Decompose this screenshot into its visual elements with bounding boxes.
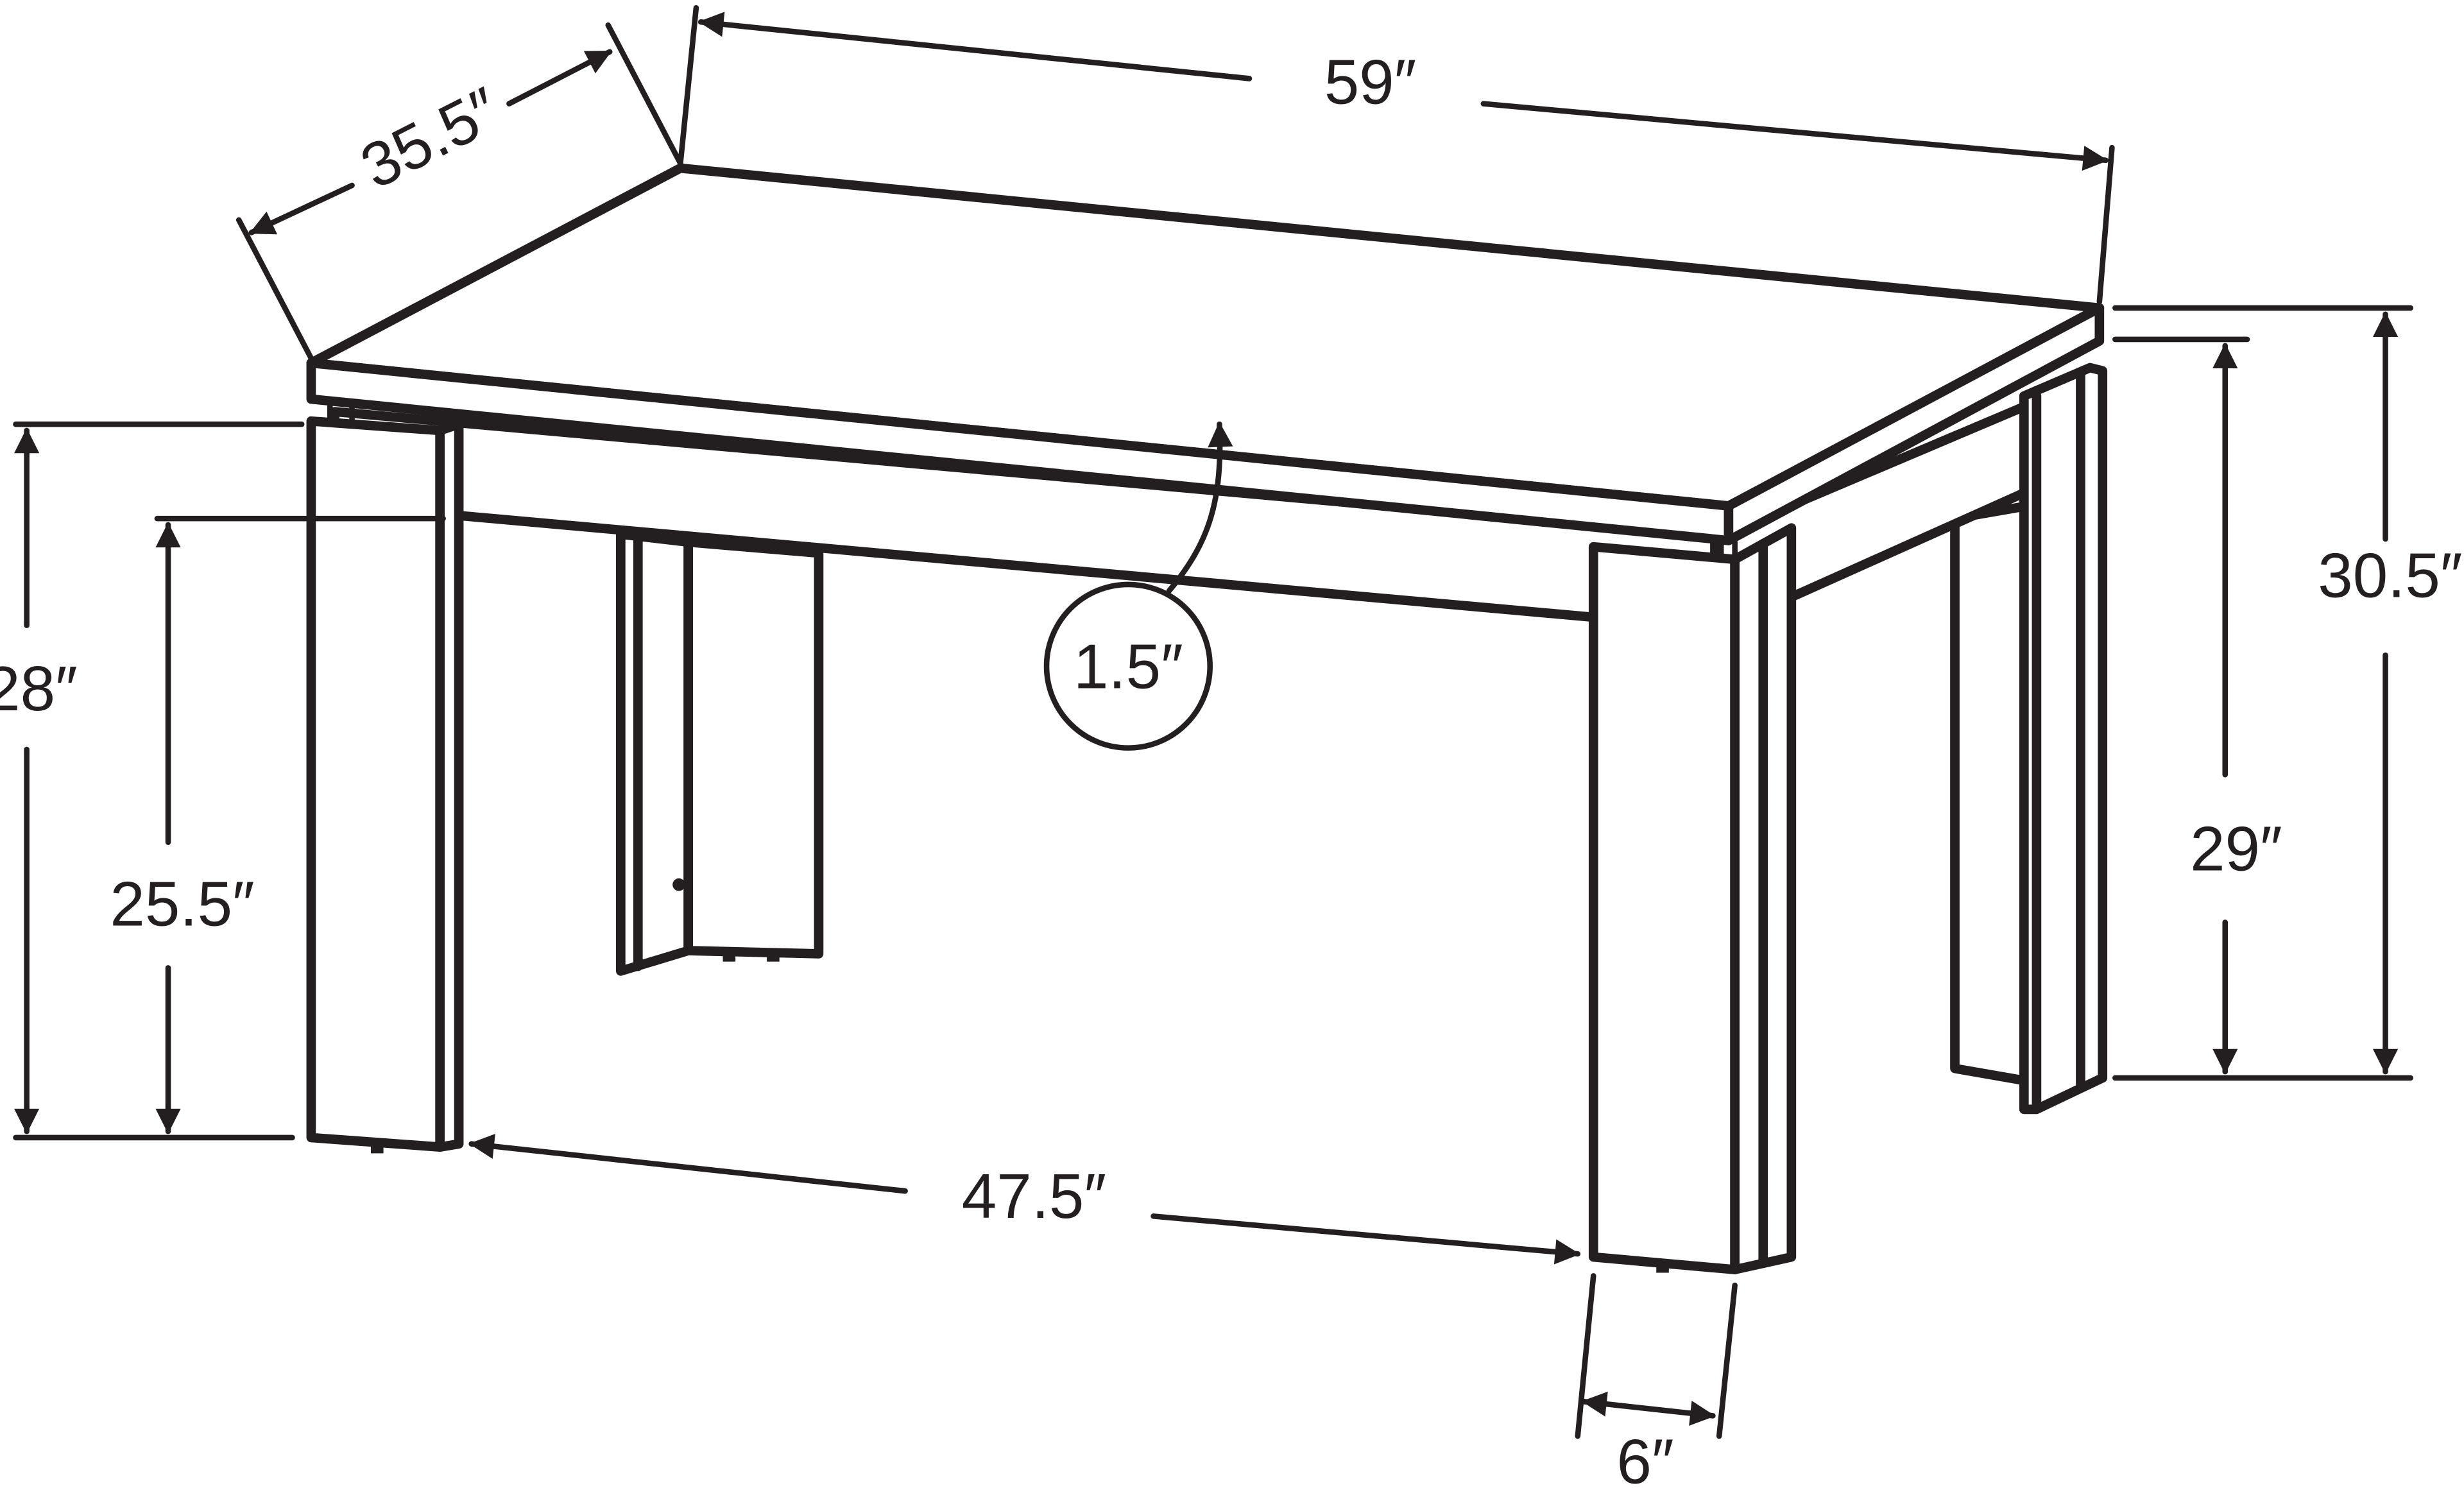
top-thickness-callout: 1.5″: [1043, 581, 1213, 751]
leg-height-label: 28″: [0, 653, 78, 724]
back-right-leg: [1950, 501, 2032, 1086]
leg-span-label: 47.5″: [962, 1161, 1106, 1231]
leg-width-label: 6″: [1617, 1426, 1674, 1488]
front-left-leg: [306, 416, 464, 1154]
clearance-height-label: 25.5″: [110, 868, 254, 939]
table-drawing: [306, 163, 2108, 1274]
back-left-leg: [616, 529, 824, 976]
dimension-lines: [13, 4, 2414, 1439]
depth-label: 35.5″: [350, 73, 511, 201]
total-height-label: 30.5″: [2318, 540, 2462, 611]
top-thickness-label: 1.5″: [1074, 631, 1183, 702]
tabletop: [306, 163, 2105, 561]
apron-height-label: 29″: [2190, 814, 2282, 884]
front-right-leg: [1588, 523, 1797, 1274]
width-label: 59″: [1324, 47, 1417, 117]
far-right-leg: [2019, 363, 2108, 1115]
